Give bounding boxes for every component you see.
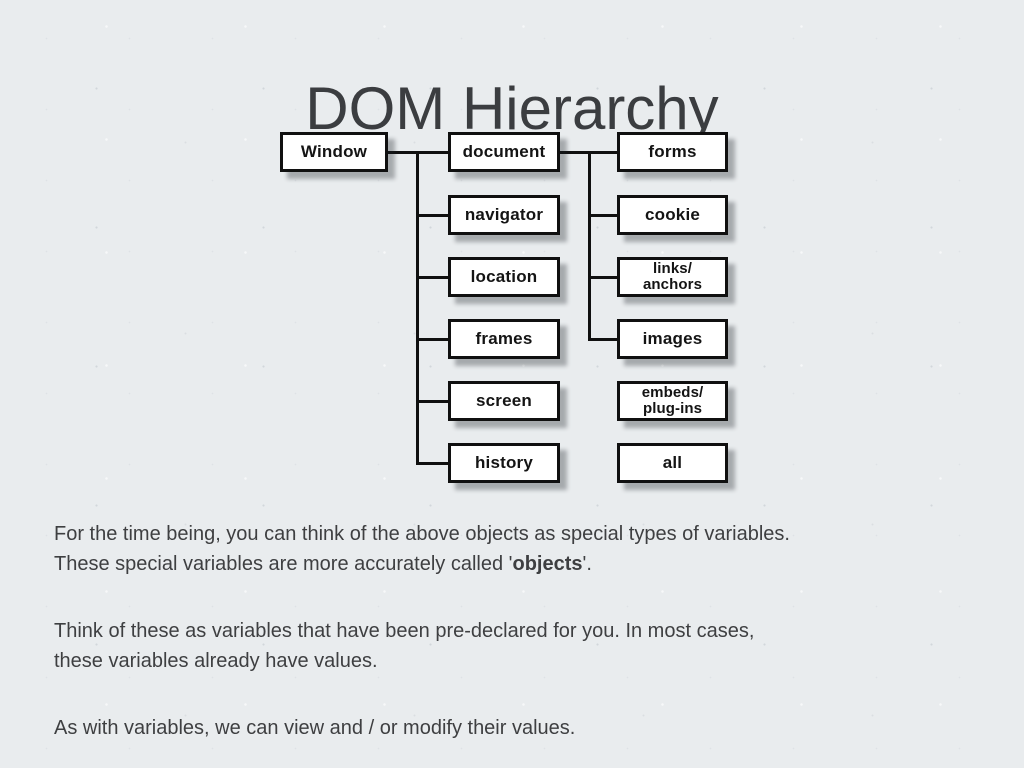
node-links-anchors: links/ anchors — [617, 257, 728, 297]
paragraph-1: For the time being, you can think of the… — [54, 519, 790, 579]
paragraph-2-line-1: Think of these as variables that have be… — [54, 620, 755, 642]
node-navigator: navigator — [448, 195, 560, 235]
stub-images — [588, 338, 617, 341]
stub-frames — [416, 338, 448, 341]
node-forms: forms — [617, 132, 728, 172]
paragraph-1-line-1: For the time being, you can think of the… — [54, 523, 790, 545]
node-images: images — [617, 319, 728, 359]
node-location: location — [448, 257, 560, 297]
node-screen: screen — [448, 381, 560, 421]
paragraph-1-line-2-pre: These special variables are more accurat… — [54, 553, 513, 575]
node-document: document — [448, 132, 560, 172]
paragraph-2-line-2: these variables already have values. — [54, 650, 378, 672]
objects-bold-term: objects — [512, 553, 583, 575]
paragraph-1-line-2-post: '. — [582, 553, 592, 575]
stub-cookie — [588, 214, 617, 217]
stub-navigator — [416, 214, 448, 217]
node-history: history — [448, 443, 560, 483]
stub-location — [416, 276, 448, 279]
node-embeds-plugins: embeds/ plug-ins — [617, 381, 728, 421]
page-title: DOM Hierarchy — [305, 75, 719, 143]
paragraph-2: Think of these as variables that have be… — [54, 616, 754, 676]
stub-history — [416, 462, 448, 465]
stub-links-anchors — [588, 276, 617, 279]
stub-screen — [416, 400, 448, 403]
node-cookie: cookie — [617, 195, 728, 235]
paragraph-1-line-2: These special variables are more accurat… — [54, 549, 790, 579]
node-all: all — [617, 443, 728, 483]
node-frames: frames — [448, 319, 560, 359]
node-window: Window — [280, 132, 388, 172]
paragraph-3: As with variables, we can view and / or … — [54, 717, 576, 739]
trunk-window-children — [416, 151, 419, 465]
trunk-document-children — [588, 151, 591, 341]
